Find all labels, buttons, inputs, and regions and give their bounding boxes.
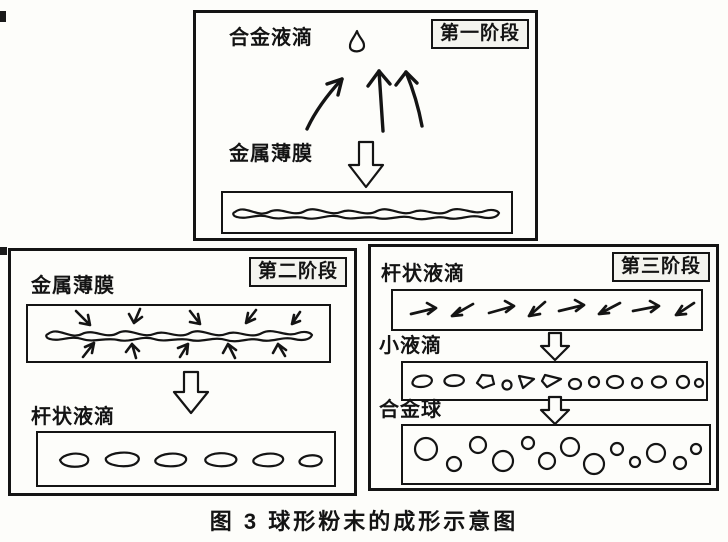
small-droplet-label: 小液滴 [379,335,442,357]
scan-artifact [0,247,7,255]
rod-droplet-label: 杆状液滴 [31,406,115,428]
film-squiggle-icon [232,208,501,221]
stage1-panel: 第一阶段 合金液滴 金属薄膜 [193,10,538,241]
alloy-droplet-label: 合金液滴 [229,27,313,49]
alloy-sphere-label: 合金球 [379,399,442,421]
rod-droplets-icon [58,451,323,468]
stage3-badge: 第三阶段 [611,252,710,282]
small-droplets-icon [411,373,705,391]
stage2-panel: 第二阶段 金属薄膜 [8,248,357,496]
down-block-arrow-icon [539,395,571,426]
rod-droplet-label: 杆状液滴 [381,263,465,285]
small-droplets-box [401,361,708,401]
droplet-icon [348,29,366,53]
metal-film-label: 金属薄膜 [31,275,115,297]
down-block-arrow-icon [347,140,385,189]
down-block-arrow-icon [539,331,571,362]
stage1-badge: 第一阶段 [430,19,529,49]
stage3-panel: 第三阶段 杆状液滴 小液滴 [368,244,719,491]
stage2-badge: 第二阶段 [248,257,347,287]
metal-film-label: 金属薄膜 [229,143,313,165]
down-block-arrow-icon [172,370,210,415]
upward-arrows-icon [305,69,424,133]
rod-arrows-icon [409,298,696,318]
figure-caption: 图 3 球形粉末的成形示意图 [209,509,519,534]
rod-droplets-box [391,289,703,331]
scan-artifact [0,11,6,22]
film-box [221,191,513,234]
film-with-shrink-arrows-icon [45,307,314,360]
alloy-spheres-icon [413,435,703,476]
film-contracting-box [26,304,331,363]
alloy-spheres-box [401,424,711,485]
shrink-arrows [74,307,302,360]
rod-droplets-box [36,431,336,487]
